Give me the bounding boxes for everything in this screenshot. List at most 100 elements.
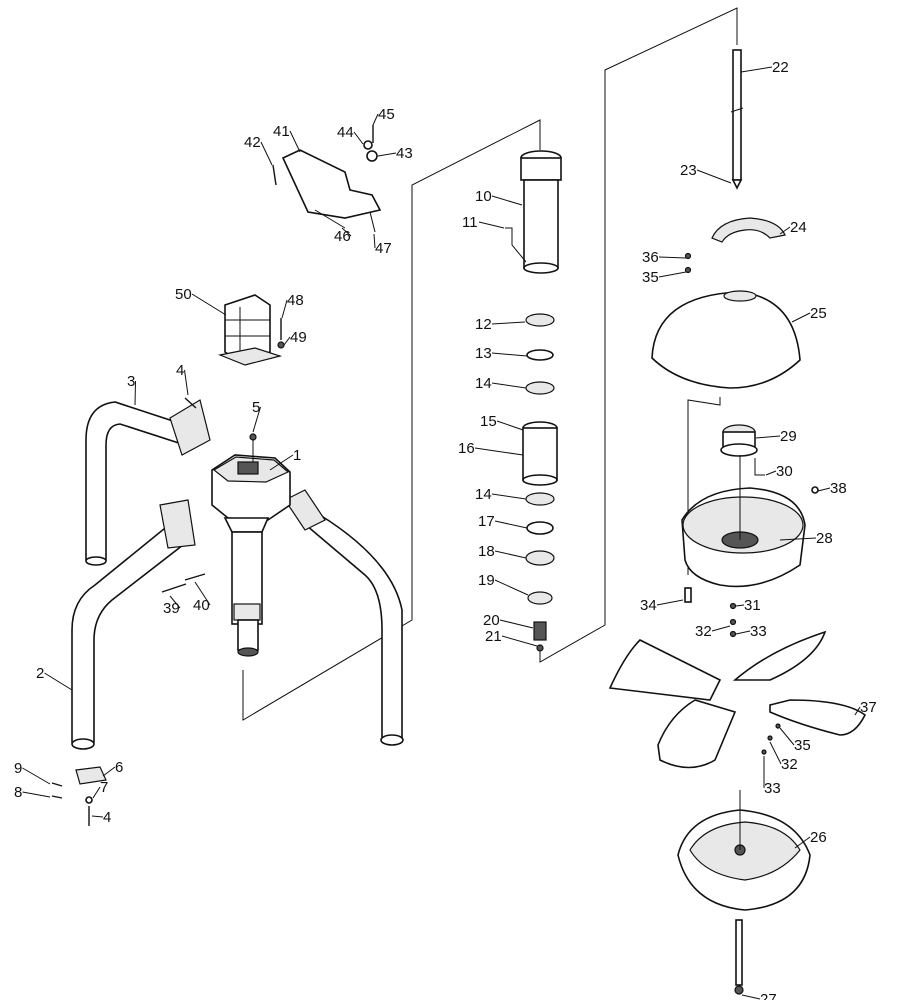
leader-43 — [377, 152, 397, 157]
leader-50 — [191, 293, 227, 316]
callout-50: 50 — [175, 286, 192, 303]
bearing-14b — [525, 492, 555, 506]
callout-42: 42 — [244, 134, 261, 151]
leader-5 — [252, 406, 261, 433]
leader-49 — [283, 336, 291, 346]
leader-31 — [735, 604, 745, 607]
foot-plate — [51, 766, 107, 826]
leader-18 — [494, 550, 527, 559]
leader-7 — [92, 786, 101, 799]
screw-9 — [51, 782, 63, 787]
leader-35-2 — [779, 727, 795, 746]
tube-10 — [523, 179, 559, 269]
callout-30: 30 — [776, 463, 793, 480]
callout-labels: 1234456789101112131414151617181920212223… — [14, 59, 877, 1000]
leader-47 — [373, 233, 376, 249]
leader-10 — [491, 195, 523, 206]
callout-10: 10 — [475, 188, 492, 205]
leader-22 — [740, 66, 773, 73]
callout-46: 46 — [334, 228, 351, 245]
cover-25 — [651, 291, 801, 389]
callout-31: 31 — [744, 597, 761, 614]
callout-33-2: 33 — [764, 780, 781, 797]
leader-34 — [656, 599, 684, 606]
screw-32-bottom — [767, 735, 773, 741]
callout-4: 4 — [176, 362, 184, 379]
leader-46 — [341, 227, 352, 237]
ring-12 — [525, 313, 555, 327]
leader-1 — [269, 454, 294, 471]
hub-shaft-ring — [233, 603, 261, 621]
callout-28: 28 — [816, 530, 833, 547]
leader-16 — [474, 447, 524, 456]
washer-13 — [526, 349, 554, 361]
screw-40 — [184, 573, 206, 581]
rod-22 — [732, 49, 742, 181]
callout-5: 5 — [252, 399, 260, 416]
leader-28 — [779, 537, 817, 541]
leader-11 — [478, 221, 505, 229]
bearing-14a — [525, 381, 555, 395]
nut-23 — [731, 179, 743, 190]
leader-30 — [765, 470, 777, 476]
leader-14-2 — [491, 493, 527, 500]
base-28-rim — [682, 496, 804, 554]
callout-40: 40 — [193, 597, 210, 614]
paddle-left — [608, 639, 722, 701]
leader-17 — [494, 520, 528, 529]
leader-35 — [658, 271, 687, 278]
leader-38 — [817, 487, 831, 492]
paddle-upper-right — [732, 630, 827, 681]
leader-33 — [735, 630, 751, 635]
screw-39 — [161, 583, 187, 593]
rod-22-break — [730, 107, 744, 113]
callout-3: 3 — [127, 373, 135, 390]
callout-12: 12 — [475, 316, 492, 333]
callout-9: 9 — [14, 760, 22, 777]
leg-right-foot — [380, 734, 404, 746]
leader-48 — [281, 299, 288, 319]
leader-32-2 — [769, 741, 782, 765]
callout-41: 41 — [273, 123, 290, 140]
leader-4 — [184, 369, 189, 396]
callout-20: 20 — [483, 612, 500, 629]
callout-21: 21 — [485, 628, 502, 645]
leader-24 — [779, 226, 791, 235]
screw-4-top — [184, 397, 197, 409]
screw-8 — [51, 795, 63, 799]
washer-44 — [363, 140, 373, 150]
callout-27: 27 — [760, 991, 777, 1000]
hub-socket — [237, 461, 259, 475]
leg-3-bracket — [169, 399, 211, 456]
line-cover-to-base — [687, 397, 721, 575]
leader-4-2 — [91, 815, 104, 818]
central-hub — [161, 397, 291, 657]
leader-32 — [711, 625, 731, 632]
callout-34: 34 — [640, 597, 657, 614]
line-hub-to-tube — [242, 119, 541, 721]
leader-20 — [499, 619, 534, 629]
callout-15: 15 — [480, 413, 497, 430]
leader-2 — [44, 672, 73, 691]
callout-48: 48 — [287, 292, 304, 309]
leader-19 — [494, 579, 529, 596]
motor-box — [217, 294, 285, 366]
cover-25-top — [723, 290, 757, 302]
leader-42 — [260, 141, 273, 166]
washer-7 — [85, 796, 93, 804]
screw-35-top — [684, 266, 692, 274]
leg-2-foot — [71, 738, 95, 750]
leg-2-bracket — [159, 499, 196, 549]
paddle-lower — [657, 699, 737, 769]
sleeve-16 — [522, 427, 558, 481]
leader-36 — [658, 256, 687, 259]
callout-8: 8 — [14, 784, 22, 801]
leader-45 — [372, 113, 379, 126]
foot-plate-6 — [75, 766, 107, 785]
leader-6 — [102, 766, 116, 777]
box-50 — [224, 294, 271, 363]
callout-14-2: 14 — [475, 486, 492, 503]
callout-44: 44 — [337, 124, 354, 141]
screw-32-top — [729, 618, 737, 626]
